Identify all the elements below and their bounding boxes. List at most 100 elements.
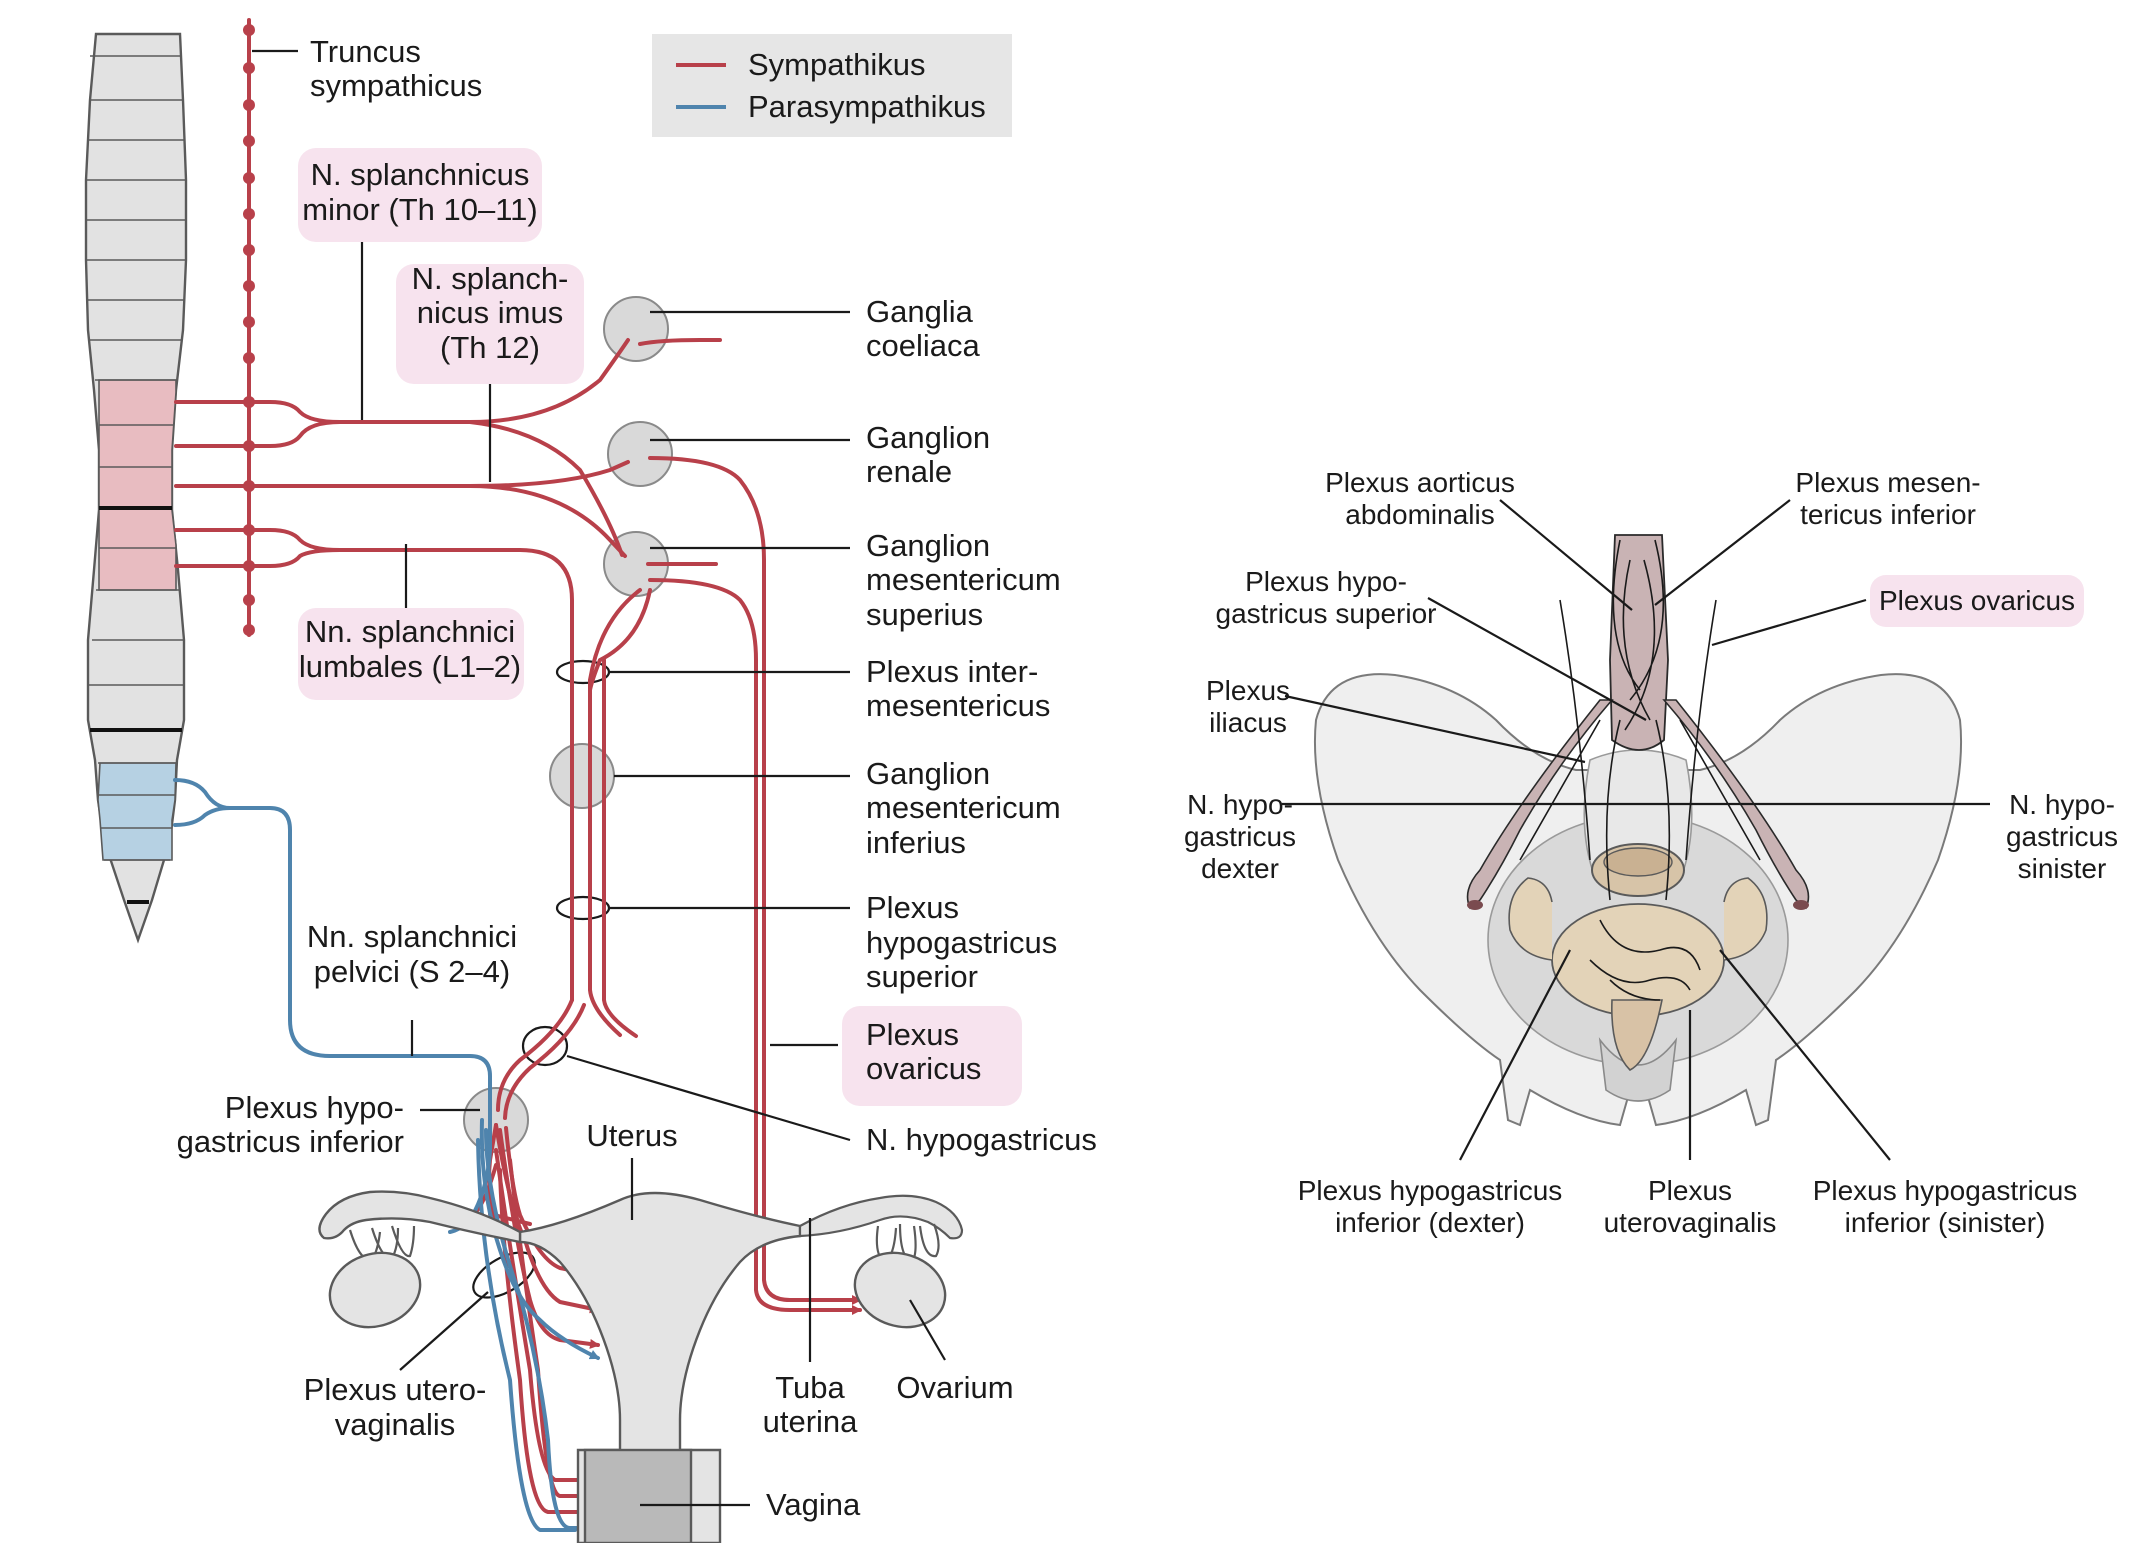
- label-splanch-minor-1: N. splanchnicus: [311, 157, 530, 192]
- ganglia-coeliaca: [603, 296, 669, 362]
- r-label-mes-inf-2: tericus inferior: [1800, 499, 1976, 530]
- r-label-iliacus-1: Plexus: [1206, 675, 1290, 706]
- nerve-plexus-bundles: [1466, 534, 1810, 1001]
- label-hypo-sup-1: Plexus: [866, 890, 959, 925]
- thoracic-segments-highlight: [98, 379, 177, 591]
- label-n-hypogastricus: N. hypogastricus: [866, 1122, 1097, 1157]
- left-leaders: [252, 49, 946, 1507]
- label-hypo-sup-3: superior: [866, 959, 978, 994]
- r-label-inf-dexter-2: inferior (dexter): [1335, 1207, 1525, 1238]
- r-label-hypo-sup-2: gastricus superior: [1216, 598, 1437, 629]
- plexus-hypogastricus-superior-ring: [555, 895, 611, 921]
- label-mes-sup-1: Ganglion: [866, 528, 990, 563]
- spinal-cord-segments: [84, 32, 188, 944]
- legend-sympathetic-label: Sympathikus: [748, 47, 925, 82]
- label-renale-2: renale: [866, 454, 952, 489]
- uterus-organ: [318, 1190, 964, 1543]
- r-label-ovaricus: Plexus ovaricus: [1879, 585, 2075, 616]
- label-coeliaca-1: Ganglia: [866, 294, 974, 329]
- r-label-aorticus-1: Plexus aorticus: [1325, 467, 1515, 498]
- parasympathetic-pathways: [173, 778, 607, 1533]
- ovar-left: [328, 1251, 422, 1329]
- label-ovarium: Ovarium: [896, 1370, 1013, 1405]
- adnex-left: [1508, 877, 1553, 961]
- label-tuba-2: uterina: [763, 1404, 859, 1439]
- label-intermes-2: mesentericus: [866, 688, 1050, 723]
- pelvic-organs: [1508, 843, 1768, 1071]
- legend-box: [652, 34, 1012, 137]
- label-ovaricus-1: Plexus: [866, 1017, 959, 1052]
- label-lumbales-1: Nn. splanchnici: [305, 614, 515, 649]
- label-truncus-1: Truncus: [310, 34, 421, 69]
- n-hypogastricus-ring: [521, 1025, 569, 1067]
- splanchnicus-imus-box: [396, 264, 584, 384]
- label-uterus: Uterus: [586, 1118, 677, 1153]
- tuba-left: [318, 1190, 522, 1244]
- r-label-iliacus-2: iliacus: [1209, 707, 1287, 738]
- label-ovaricus-2: ovaricus: [866, 1051, 981, 1086]
- r-label-n-sinister-3: sinister: [2018, 853, 2107, 884]
- ovar-right: [853, 1251, 947, 1329]
- label-truncus-2: sympathicus: [310, 68, 482, 103]
- label-hypo-inf-2: gastricus inferior: [177, 1124, 404, 1159]
- label-lumbales-2: lumbales (L1–2): [299, 649, 521, 684]
- tuba-right: [798, 1194, 964, 1240]
- label-coeliaca-2: coeliaca: [866, 328, 980, 363]
- r-label-inf-sinister-1: Plexus hypogastricus: [1813, 1175, 2078, 1206]
- label-uterovag-2: vaginalis: [335, 1407, 456, 1442]
- legend: Sympathikus Parasympathikus: [652, 34, 1012, 137]
- r-label-n-dexter-3: dexter: [1201, 853, 1279, 884]
- plexus-uterovaginalis-ring: [472, 1251, 536, 1299]
- r-label-n-dexter-2: gastricus: [1184, 821, 1296, 852]
- plexus-intermesentericus-ring: [555, 659, 611, 685]
- label-splanch-imus-3: (Th 12): [440, 330, 540, 365]
- label-splanch-imus-1: N. splanch-: [412, 261, 569, 296]
- label-pelvici-2: pelvici (S 2–4): [314, 954, 510, 989]
- r-label-n-dexter-1: N. hypo-: [1187, 789, 1293, 820]
- label-mes-inf-1: Ganglion: [866, 756, 990, 791]
- sacral-segments-highlight: [97, 762, 177, 861]
- r-label-inf-sinister-2: inferior (sinister): [1845, 1207, 2046, 1238]
- r-label-mes-inf-1: Plexus mesen-: [1795, 467, 1980, 498]
- ganglion-renale: [607, 421, 673, 487]
- r-label-uterovag-2: uterovaginalis: [1604, 1207, 1777, 1238]
- r-label-hypo-sup-1: Plexus hypo-: [1245, 566, 1407, 597]
- label-uterovag-1: Plexus utero-: [304, 1372, 487, 1407]
- label-vagina: Vagina: [766, 1487, 861, 1522]
- rectum-lumen: [1603, 847, 1673, 877]
- label-mes-inf-2: mesentericum: [866, 790, 1061, 825]
- right-pelvis-illustration: Plexus aorticus abdominalis Plexus mesen…: [1184, 467, 2118, 1238]
- truncus-sympathicus: [243, 18, 255, 637]
- label-splanch-minor-2: minor (Th 10–11): [302, 192, 537, 227]
- r-label-aorticus-2: abdominalis: [1345, 499, 1494, 530]
- adnex-right: [1723, 877, 1768, 961]
- label-splanch-imus-2: nicus imus: [417, 295, 563, 330]
- vagina-lumen: [583, 1448, 693, 1543]
- sympathetic-pathways: [174, 338, 862, 1517]
- r-label-n-sinister-1: N. hypo-: [2009, 789, 2115, 820]
- right-leaders: [1282, 499, 1990, 1161]
- iliac-right-end: [1793, 900, 1809, 910]
- label-mes-sup-3: superius: [866, 597, 983, 632]
- plexus-ovaricus-right-box: [1870, 575, 2084, 627]
- legend-parasympathetic-label: Parasympathikus: [748, 89, 986, 124]
- left-schematic: Sympathikus Parasympathikus Truncus symp…: [84, 18, 1097, 1543]
- label-mes-sup-2: mesentericum: [866, 562, 1061, 597]
- plexus-hypogastricus-inferior: [463, 1087, 529, 1153]
- label-hypo-sup-2: hypogastricus: [866, 925, 1057, 960]
- r-label-n-sinister-2: gastricus: [2006, 821, 2118, 852]
- label-tuba-1: Tuba: [775, 1370, 845, 1405]
- iliac-left-end: [1467, 900, 1483, 910]
- label-pelvici-1: Nn. splanchnici: [307, 919, 517, 954]
- r-label-uterovag-1: Plexus: [1648, 1175, 1732, 1206]
- label-hypo-inf-1: Plexus hypo-: [225, 1090, 404, 1125]
- lumbales-box: [298, 608, 524, 700]
- vagina-tissue: [1611, 999, 1663, 1071]
- label-intermes-1: Plexus inter-: [866, 654, 1038, 689]
- splanchnicus-minor-box: [298, 148, 542, 242]
- label-renale-1: Ganglion: [866, 420, 990, 455]
- r-label-inf-dexter-1: Plexus hypogastricus: [1298, 1175, 1563, 1206]
- plexus-ovaricus-box: [842, 1006, 1022, 1106]
- label-mes-inf-3: inferius: [866, 825, 966, 860]
